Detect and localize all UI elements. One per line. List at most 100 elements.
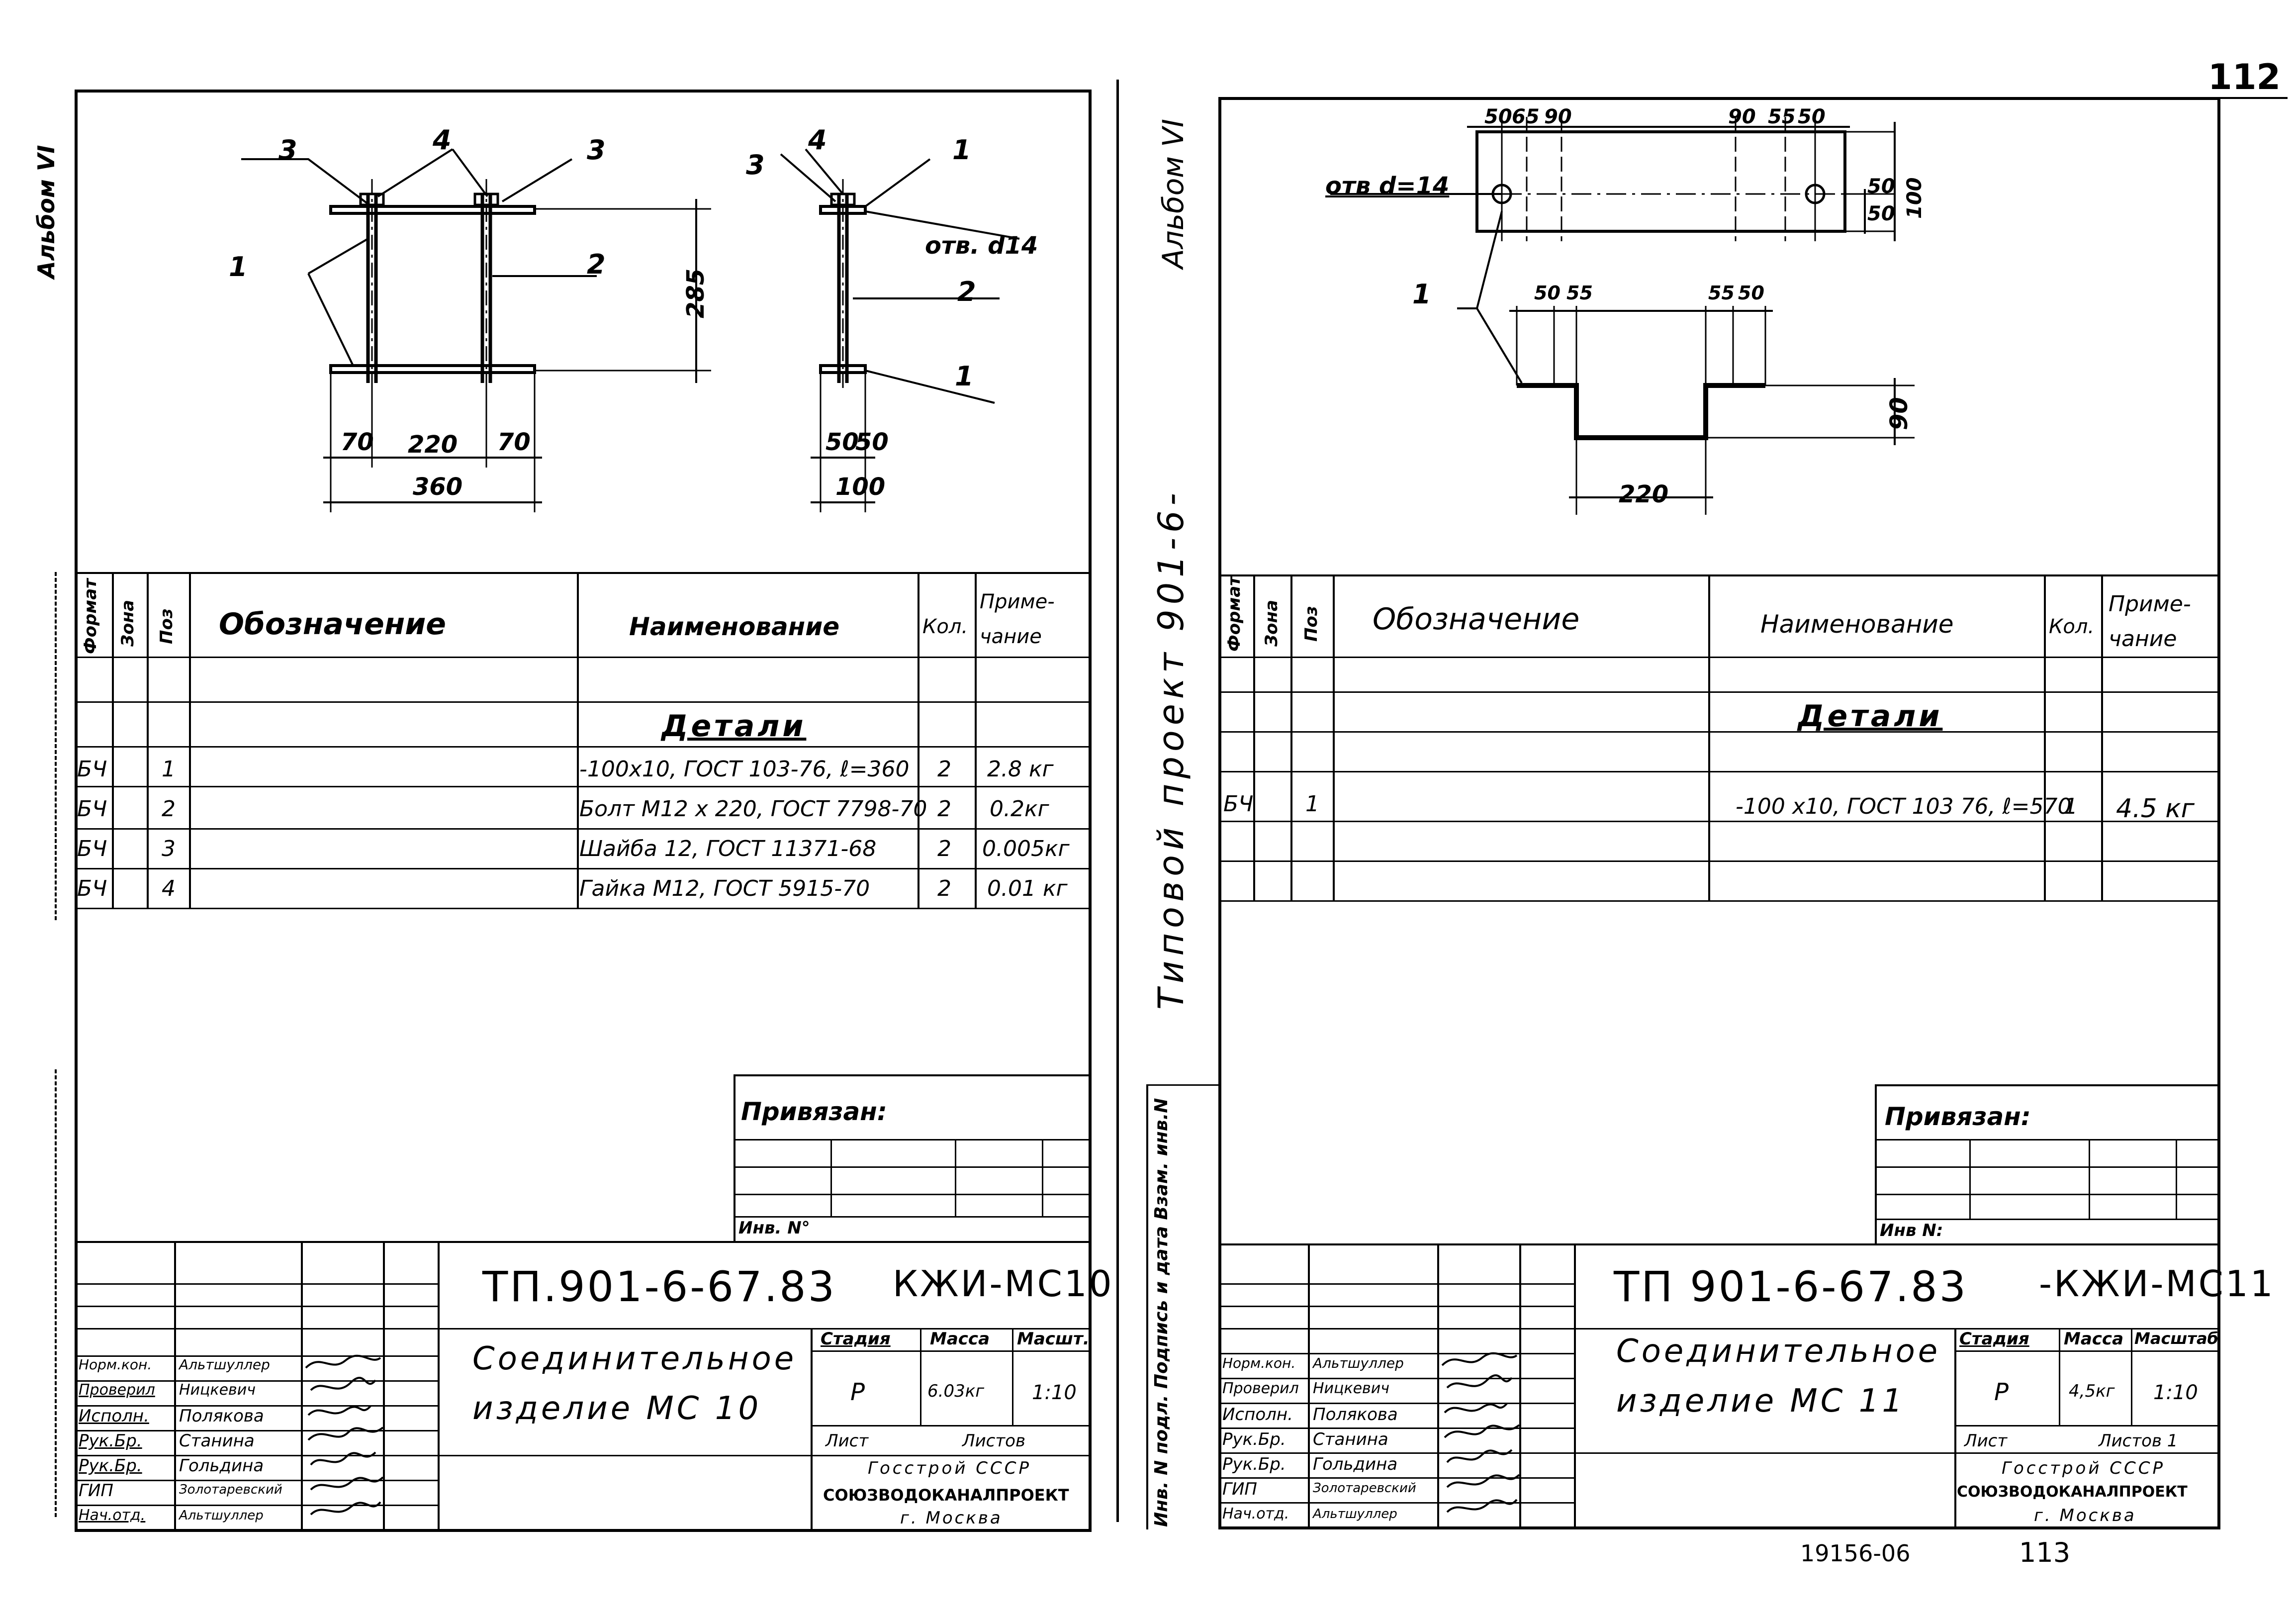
left-priv-r2	[734, 1166, 1092, 1168]
right-scale: 1:10	[2153, 1381, 2198, 1404]
right-role-5: Рук.Бр.	[1222, 1454, 1286, 1474]
dim-70a: 70	[341, 428, 374, 456]
left-margin-dashes-2	[55, 1069, 57, 1517]
left-tb-h2	[75, 1306, 438, 1307]
left-name-2: Ницкевич	[179, 1381, 256, 1399]
r-dim-bend-55a: 55	[1566, 282, 1593, 304]
right-spec-r6	[1218, 900, 2220, 902]
left-spec-c4	[577, 572, 579, 908]
right-role-2: Проверил	[1222, 1380, 1299, 1397]
right-org3: г. Москва	[2034, 1506, 2136, 1525]
row1-format-l: БЧ	[77, 757, 107, 782]
row4-qty-l: 2	[937, 876, 951, 901]
left-org3: г. Москва	[900, 1508, 1003, 1528]
left-tb-stage-h	[811, 1350, 1092, 1352]
left-spec-c1	[112, 572, 114, 908]
album-vertical-left: Альбом VI	[33, 145, 60, 279]
right-priv-r2	[1875, 1166, 2220, 1168]
leader-label-1a: 1	[229, 251, 248, 283]
right-spec-hdr-bottom	[1218, 657, 2220, 658]
r-dim-top-50a: 50	[1484, 105, 1512, 128]
right-name-5: Гольдина	[1313, 1454, 1398, 1474]
right-tb-h2	[1218, 1306, 1574, 1307]
left-name-4: Станина	[179, 1431, 255, 1451]
right-tb-h4	[1218, 1353, 1574, 1354]
leader-label-3c: 3	[746, 149, 765, 181]
row4-pos-l: 4	[162, 876, 176, 901]
right-spec-c1	[1253, 574, 1255, 900]
dim-50b: 50	[855, 428, 889, 456]
right-sheet-label: Лист	[1964, 1431, 2008, 1451]
row3-pos-l: 3	[162, 836, 176, 861]
left-priv-r1	[734, 1139, 1092, 1141]
row4-name-l: Гайка М12, ГОСТ 5915-70	[579, 876, 870, 901]
right-spec-top	[1218, 574, 2220, 576]
hdr-note-r: Приме-чание	[2109, 591, 2191, 652]
left-spec-r6	[75, 908, 1092, 909]
left-spec-r1	[75, 701, 1092, 703]
right-role-6: ГИП	[1222, 1479, 1257, 1499]
row1-name-r: -100 х10, ГОСТ 103 76, ℓ=570	[1736, 794, 2072, 819]
left-tb-h7	[75, 1430, 438, 1431]
row2-format-l: БЧ	[77, 796, 107, 822]
right-spec-r5	[1218, 860, 2220, 862]
right-tb-stage-div	[1954, 1328, 1956, 1529]
right-name-2: Ницкевич	[1313, 1380, 1389, 1397]
left-tb-c4	[438, 1241, 440, 1532]
right-tb-h7	[1218, 1427, 1574, 1429]
left-spec-hdr-bottom	[75, 657, 1092, 658]
left-tb-c2	[301, 1241, 303, 1532]
left-org2: СОЮЗВОДОКАНАЛПРОЕКТ	[823, 1486, 1069, 1505]
row2-note-l: 0.2кг	[990, 796, 1049, 822]
right-tb-c3	[1519, 1243, 1521, 1529]
right-name-4: Станина	[1313, 1429, 1388, 1449]
left-role-2: Проверил	[79, 1381, 155, 1399]
left-signatures	[305, 1354, 384, 1516]
leader-label-2a: 2	[587, 249, 606, 280]
right-tb-h1	[1218, 1283, 1574, 1285]
row1-format-r: БЧ	[1223, 791, 1254, 817]
row2-name-l: Болт М12 х 220, ГОСТ 7798-70	[579, 796, 927, 822]
right-spec-r4	[1218, 821, 2220, 822]
left-sheets-label: Листов	[962, 1431, 1026, 1451]
left-tb-h5	[75, 1380, 438, 1382]
left-role-3: Исполн.	[79, 1406, 149, 1426]
row1-pos-r: 1	[1305, 791, 1319, 817]
right-priv-r3	[1875, 1194, 2220, 1195]
dim-100: 100	[835, 473, 886, 501]
right-signatures	[1441, 1352, 1520, 1513]
r-dim-top-90b: 90	[1728, 105, 1756, 128]
right-stage-label: Стадия	[1959, 1329, 2029, 1349]
left-role-4: Рук.Бр.	[79, 1431, 142, 1451]
row3-qty-l: 2	[937, 836, 951, 861]
left-drawing	[241, 148, 1020, 512]
right-tb-c4	[1574, 1243, 1576, 1529]
row1-note-r: 4.5 кг	[2116, 794, 2195, 824]
row1-note-l: 2.8 кг	[987, 757, 1054, 782]
hdr-designation-l: Обозначение	[219, 607, 447, 642]
right-mass: 4,5кг	[2069, 1381, 2115, 1401]
left-role-1: Норм.кон.	[79, 1356, 152, 1373]
right-inv-no: Инв N:	[1880, 1221, 1943, 1240]
left-privyazan: Привязан:	[741, 1097, 887, 1126]
right-name-3: Полякова	[1313, 1405, 1398, 1425]
row2-qty-l: 2	[937, 796, 951, 822]
right-drawing	[1330, 117, 1915, 515]
left-name-7: Альтшуллер	[179, 1508, 264, 1523]
right-privyazan: Привязан:	[1885, 1102, 2031, 1131]
right-tb-h6	[1218, 1403, 1574, 1404]
row1-qty-l: 2	[937, 757, 951, 782]
r-dim-side-50b: 50	[1867, 202, 1895, 225]
leader-label-3a: 3	[278, 134, 297, 166]
right-tb-sheet-h	[1954, 1425, 2220, 1426]
left-spec-r3	[75, 786, 1092, 787]
left-tb-c1	[174, 1241, 176, 1532]
left-name-5: Гольдина	[179, 1456, 264, 1476]
dim-360: 360	[413, 473, 463, 501]
leader-label-1b: 1	[952, 134, 971, 166]
left-sheet-label: Лист	[826, 1431, 869, 1451]
left-role-5: Рук.Бр.	[79, 1456, 142, 1476]
row3-name-l: Шайба 12, ГОСТ 11371-68	[579, 836, 877, 861]
right-tb-stage-h	[1954, 1350, 2220, 1352]
left-inv-no: Инв. N°	[738, 1218, 810, 1238]
